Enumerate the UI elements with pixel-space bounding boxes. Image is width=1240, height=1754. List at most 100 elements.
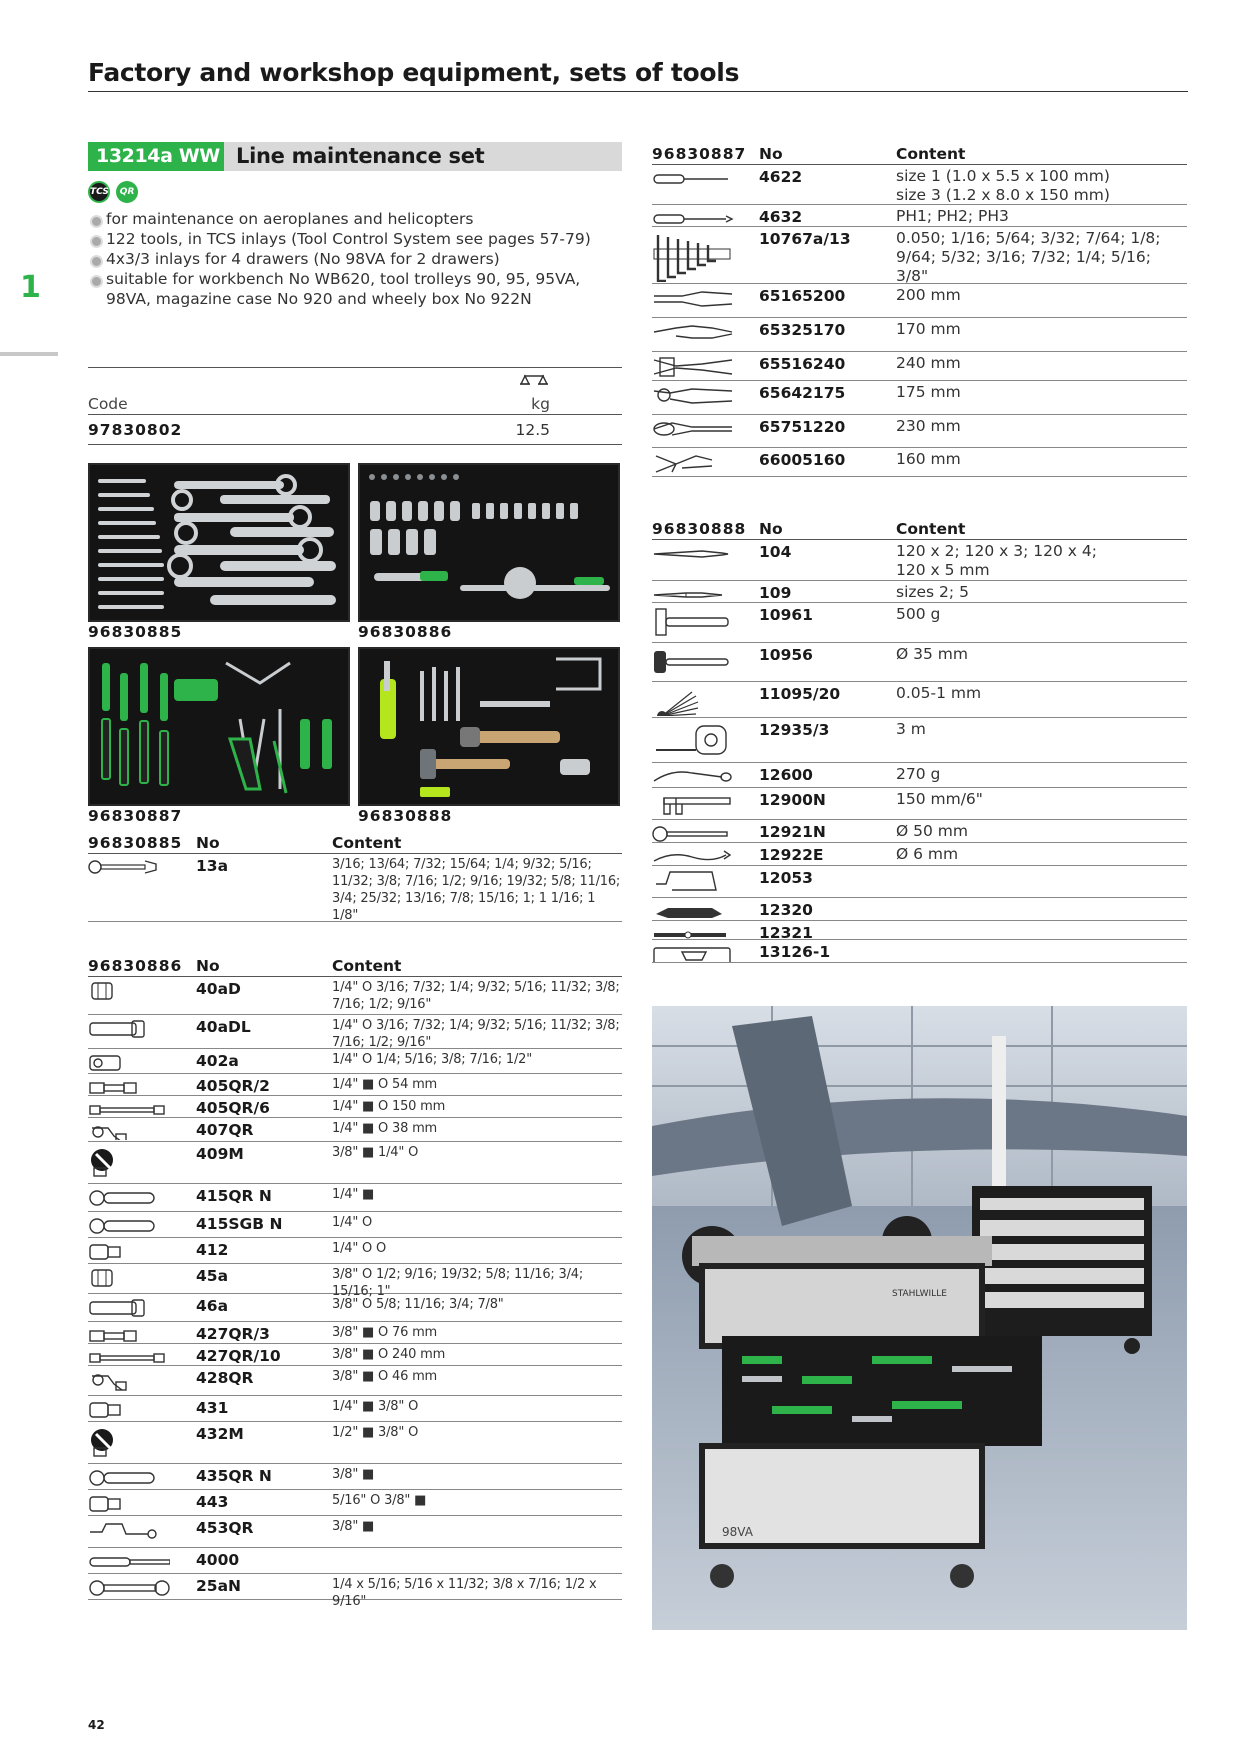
table-code: 96830885 <box>88 834 183 852</box>
universal-joint-icon <box>92 1126 127 1140</box>
tool-number: 435QR N <box>196 1467 272 1485</box>
tool-case-icon <box>653 947 731 962</box>
tool-number: 409M <box>196 1145 244 1163</box>
table-row: 12320 <box>652 898 1187 921</box>
tool-content: sizes 2; 5 <box>896 583 969 601</box>
tool-content: 240 mm <box>896 354 961 372</box>
extension-bar-icon <box>89 1330 137 1342</box>
tool-content: 3/8" ■ O 240 mm <box>332 1347 446 1362</box>
tool-content: 3/8" ■ O 46 mm <box>332 1369 438 1384</box>
photo-caption: 96830886 <box>358 623 453 641</box>
tool-content: 1/4" O 3/16; 7/32; 1/4; 9/32; 5/16; 11/3… <box>332 1018 620 1050</box>
tool-number: 65325170 <box>759 321 846 339</box>
tool-content: 3/8" ■ O 76 mm <box>332 1325 438 1340</box>
feature-list: for maintenance on aeroplanes and helico… <box>88 209 622 309</box>
pin-punch-icon <box>653 550 729 558</box>
tool-number: 407QR <box>196 1121 254 1139</box>
tool-number: 405QR/2 <box>196 1077 270 1095</box>
table-row: 12053 <box>652 866 1187 898</box>
order-spec-table: Code kg 97830802 12.5 <box>88 367 622 445</box>
tool-content: 1/4" O O <box>332 1241 387 1256</box>
tool-content: 175 mm <box>896 383 961 401</box>
table-row: 428QR 3/8" ■ O 46 mm <box>88 1366 622 1396</box>
tool-number: 412 <box>196 1241 229 1259</box>
weight-label: kg <box>531 395 550 413</box>
tool-number: 427QR/10 <box>196 1347 281 1365</box>
tool-number: 104 <box>759 543 792 561</box>
table-code: 96830887 <box>652 145 747 163</box>
order-code: 97830802 <box>88 421 183 439</box>
tool-content: 1/4" ■ <box>332 1187 375 1202</box>
scale-icon <box>520 374 548 385</box>
chapter-tab-bar <box>0 352 58 356</box>
hacksaw-icon <box>656 871 717 891</box>
tool-number: 12320 <box>759 901 813 919</box>
col-content: Content <box>332 834 402 852</box>
col-no: No <box>196 834 220 852</box>
table-code: 96830888 <box>652 520 747 538</box>
tool-number: 431 <box>196 1399 229 1417</box>
tool-number: 12921N <box>759 823 826 841</box>
tool-number: 12600 <box>759 766 813 784</box>
adaptor-socket-icon <box>89 1402 121 1418</box>
tool-number: 428QR <box>196 1369 254 1387</box>
tool-number: 109 <box>759 584 792 602</box>
tool-content: 0.050; 1/16; 5/64; 3/32; 7/64; 1/8; 9/64… <box>896 229 1161 285</box>
cable-shears-icon <box>653 422 732 436</box>
tool-number: 4632 <box>759 208 803 226</box>
brand-label: STAHLWILLE <box>892 1289 947 1299</box>
col-content: Content <box>332 957 402 975</box>
feature-item: suitable for workbench No WB620, tool tr… <box>88 269 622 309</box>
inlay-photo-96830887 <box>88 647 350 806</box>
extension-bar-long-icon <box>89 1353 165 1363</box>
tool-content: 1/4" ■ O 38 mm <box>332 1121 438 1136</box>
table-row: 10767a/13 0.050; 1/16; 5/64; 3/32; 7/64; … <box>652 227 1187 285</box>
universal-joint-icon <box>92 1374 127 1391</box>
table-row: 4000 <box>88 1548 622 1574</box>
tool-number: 427QR/3 <box>196 1325 270 1343</box>
col-no: No <box>759 520 783 538</box>
inlay-photo-96830885 <box>88 463 350 622</box>
set-code: 13214a WW <box>88 142 224 171</box>
table-row: 12935/3 3 m <box>652 718 1187 763</box>
tool-number: 10767a/13 <box>759 230 851 248</box>
hangar-trolley-photo: 98VA STAHLWILLE <box>652 1006 1187 1630</box>
deep-socket-icon <box>89 1020 145 1038</box>
tape-measure-icon <box>656 725 727 755</box>
photo-caption: 96830888 <box>358 807 453 825</box>
ratchet-icon <box>89 1470 155 1486</box>
tool-content: 1/4" ■ O 150 mm <box>332 1099 446 1114</box>
tool-content: 3 m <box>896 720 926 738</box>
tool-content: 1/4" O 3/16; 7/32; 1/4; 9/32; 5/16; 11/3… <box>332 980 620 1012</box>
tool-number: 12935/3 <box>759 721 830 739</box>
tool-number: 13126-1 <box>759 943 831 961</box>
tool-number: 12900N <box>759 791 826 809</box>
tool-number: 415SGB N <box>196 1215 283 1233</box>
chapter-number: 1 <box>20 270 41 305</box>
speed-brace-icon <box>90 1523 157 1539</box>
tool-number: 10956 <box>759 646 813 664</box>
table-row: 412 1/4" O O <box>88 1238 622 1264</box>
table-row: 13a 3/16; 13/64; 7/32; 15/64; 1/4; 9/32;… <box>88 854 622 923</box>
tool-number: 65516240 <box>759 355 846 373</box>
tool-content: 0.05-1 mm <box>896 684 982 702</box>
page-number: 42 <box>88 1718 105 1732</box>
tool-content: 3/16; 13/64; 7/32; 15/64; 1/4; 9/32; 5/1… <box>332 857 621 923</box>
tcs-badge-icon: TCS <box>88 181 110 203</box>
